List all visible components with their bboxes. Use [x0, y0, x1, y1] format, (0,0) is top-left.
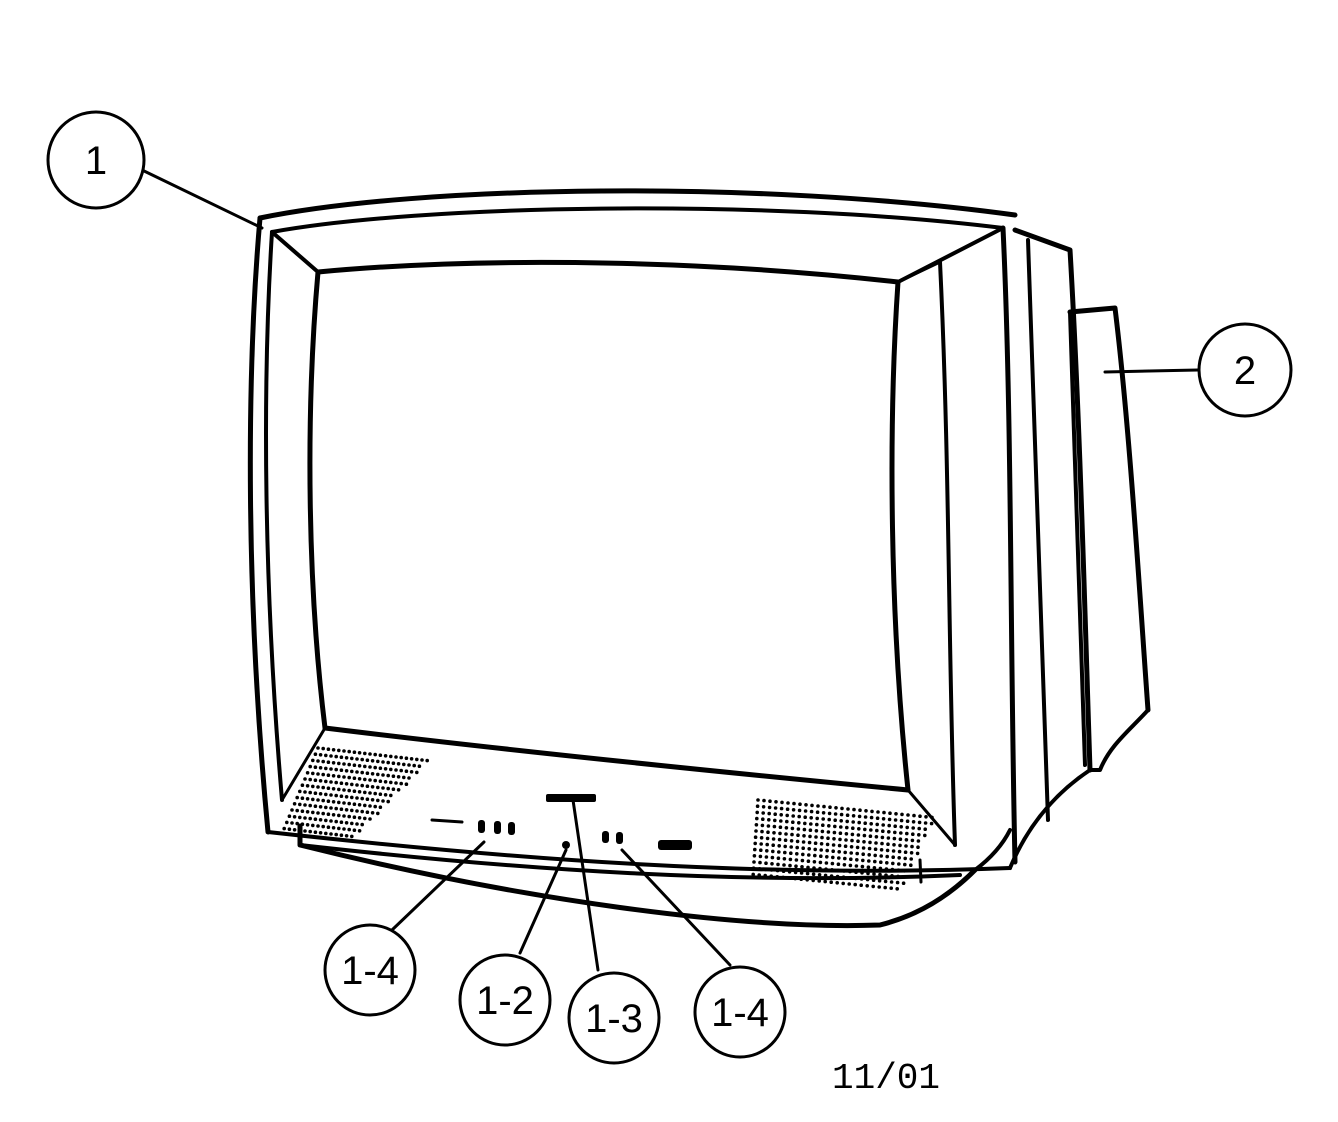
control-button-a [478, 820, 485, 833]
date-code: 11/01 [832, 1058, 940, 1099]
power-indicator [562, 841, 570, 849]
callout-1-4-right-label: 1-4 [711, 991, 769, 1035]
left-speaker-grille [282, 746, 430, 839]
callout-1-4-left-label: 1-4 [341, 949, 399, 993]
tv-cabinet [247, 188, 1018, 873]
crt-screen [280, 259, 957, 847]
model-badge [658, 840, 692, 850]
control-button-b [494, 821, 501, 834]
leader-lines [140, 168, 1200, 972]
callout-2-label: 2 [1234, 349, 1256, 393]
callout-1-3: 1-3 [567, 971, 661, 1065]
callout-2: 2 [1197, 322, 1293, 418]
rear-cabinet [1008, 227, 1151, 870]
callout-1-2-label: 1-2 [476, 979, 534, 1023]
control-button-d [602, 831, 609, 843]
callout-1-label: 1 [85, 139, 107, 183]
control-button-c [508, 822, 515, 835]
control-button-e [616, 832, 623, 844]
callout-1-4-right: 1-4 [693, 965, 787, 1059]
callout-1-2: 1-2 [458, 953, 552, 1047]
callout-1-4-left: 1-4 [323, 923, 417, 1017]
callout-1: 1 [46, 110, 146, 210]
front-control-panel [430, 794, 923, 884]
tv-base [297, 823, 1012, 929]
brand-badge [546, 794, 596, 802]
right-speaker-grille [751, 798, 934, 891]
callout-1-3-label: 1-3 [585, 997, 643, 1041]
